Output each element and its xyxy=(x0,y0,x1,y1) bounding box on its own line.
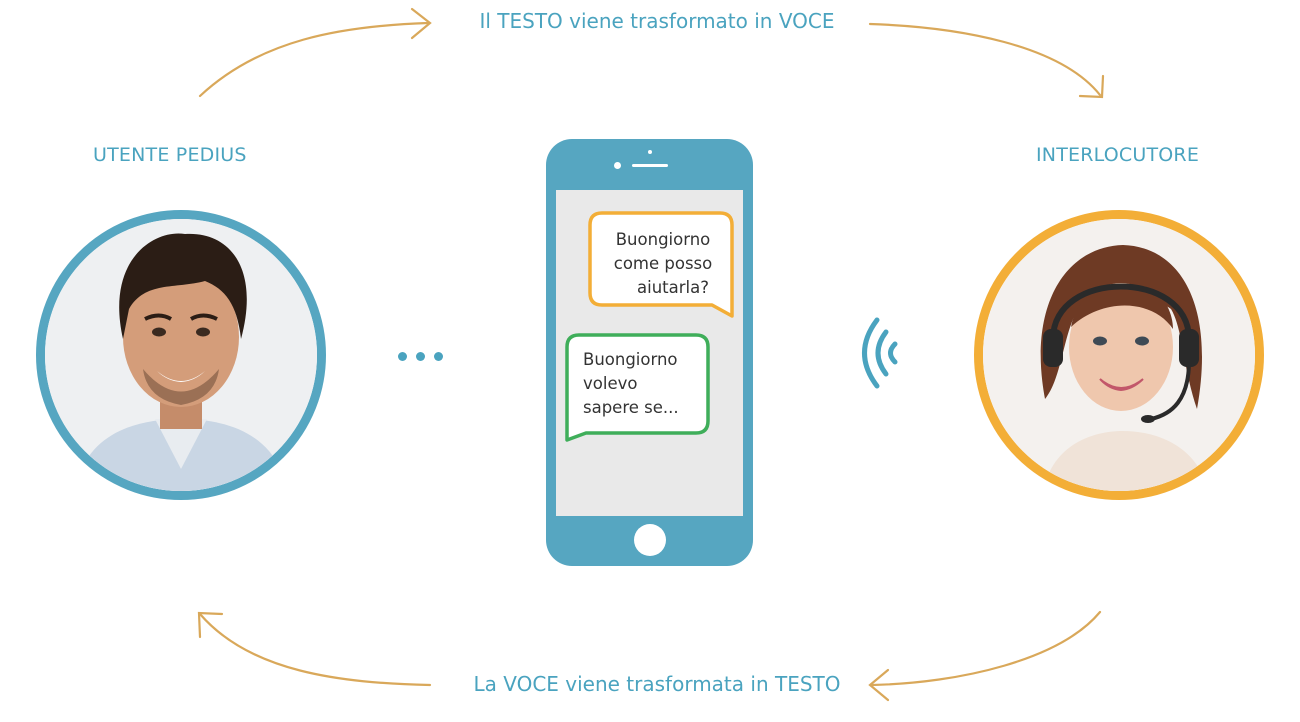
ellipsis-dots-icon xyxy=(398,346,452,365)
outgoing-line: volevo xyxy=(583,374,638,393)
phone-home-button xyxy=(634,524,666,556)
arrow-bottom-left-head xyxy=(197,611,224,639)
incoming-line: come posso xyxy=(613,254,713,273)
outgoing-line: Buongiorno xyxy=(583,350,678,369)
outgoing-bubble xyxy=(565,333,710,442)
role-label-user: UTENTE PEDIUS xyxy=(93,144,247,166)
incoming-line: aiutarla? xyxy=(637,278,709,297)
phone-camera xyxy=(648,150,652,154)
sound-waves-icon xyxy=(862,317,898,389)
arrow-bottom-right-head xyxy=(868,668,890,702)
incoming-bubble xyxy=(588,211,734,318)
arrow-top-right-head xyxy=(1078,74,1105,99)
arrow-bottom-left xyxy=(198,612,432,687)
caption-voice-to-text: La VOCE viene trasformata in TESTO xyxy=(473,672,841,696)
incoming-message: Buongiorno come posso aiutarla? xyxy=(600,228,726,300)
incoming-line: Buongiorno xyxy=(615,230,711,249)
arrow-top-left xyxy=(198,21,430,98)
role-label-interlocutor: INTERLOCUTORE xyxy=(1036,144,1200,166)
caption-text-to-voice: Il TESTO viene trasformato in VOCE xyxy=(479,9,835,33)
user-avatar xyxy=(36,210,326,500)
phone-speaker xyxy=(632,164,668,167)
man-portrait xyxy=(45,219,317,491)
outgoing-message: Buongiorno volevo sapere se... xyxy=(583,348,679,420)
arrow-bottom-right xyxy=(870,610,1102,687)
outgoing-line: sapere se... xyxy=(583,398,679,417)
arrow-top-right xyxy=(868,22,1102,97)
phone-sensor xyxy=(614,162,621,169)
arrow-top-left-head xyxy=(410,7,432,40)
headset-woman-portrait xyxy=(983,219,1255,491)
interlocutor-avatar xyxy=(974,210,1264,500)
